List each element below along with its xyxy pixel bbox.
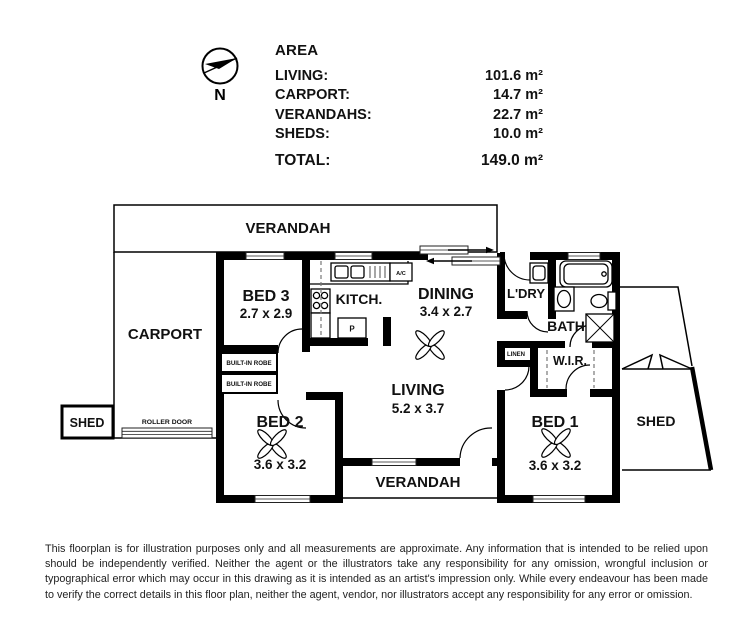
shed-right-slanted-wall xyxy=(689,366,714,471)
kitchen-sink xyxy=(330,262,391,282)
area-row-label: LIVING: xyxy=(275,68,329,84)
robe-label: BUILT-IN ROBE xyxy=(226,381,271,388)
wir-label: W.I.R. xyxy=(553,354,587,368)
ceiling-fans xyxy=(257,330,571,459)
window xyxy=(567,252,601,260)
door-arc xyxy=(277,399,307,429)
window xyxy=(334,252,373,260)
disclaimer-text: This floorplan is for illustration purpo… xyxy=(45,543,708,601)
sliding-door xyxy=(419,245,501,266)
bath-fixtures xyxy=(529,260,617,388)
roller-door-label: ROLLER DOOR xyxy=(142,419,192,426)
north-arrow xyxy=(205,58,237,69)
laundry-trough xyxy=(529,262,549,284)
north-label: N xyxy=(214,87,226,104)
window xyxy=(371,458,417,466)
area-row-sheds: SHEDS: 10.0 m² xyxy=(275,125,543,144)
verandah-top-label: VERANDAH xyxy=(245,220,330,237)
room-labels: VERANDAH CARPORT BED 3 2.7 x 2.9 KITCH. … xyxy=(70,220,676,491)
area-total-label: TOTAL: xyxy=(275,152,331,170)
ldry-label: L'DRY xyxy=(507,286,545,301)
dining-dims: 3.4 x 2.7 xyxy=(420,304,473,319)
fan-icon xyxy=(541,428,571,458)
window xyxy=(245,252,285,260)
door-arc xyxy=(277,328,303,354)
area-row-living: LIVING: 101.6 m² xyxy=(275,67,543,86)
fan-icon xyxy=(257,429,287,459)
shed-left-outline xyxy=(60,404,115,440)
gate-marks xyxy=(621,353,693,370)
bathtub xyxy=(559,260,613,288)
compass-circle xyxy=(201,47,239,85)
bed1-dims: 3.6 x 3.2 xyxy=(529,458,582,473)
robe-box xyxy=(220,373,278,394)
robe-label: BUILT-IN ROBE xyxy=(226,360,271,367)
kitchen-fixtures xyxy=(310,261,413,339)
side-boundary xyxy=(620,286,693,367)
area-row-label: CARPORT: xyxy=(275,87,350,104)
bed2-dims: 3.6 x 3.2 xyxy=(254,457,307,472)
area-row-value: 101.6 m² xyxy=(484,68,543,84)
pantry-box xyxy=(337,317,367,339)
door-arc xyxy=(504,365,530,391)
door-arc xyxy=(526,310,549,333)
window xyxy=(532,495,586,503)
door-arc xyxy=(565,364,591,390)
linen-label: LINEN xyxy=(507,352,525,358)
area-row-verandahs: VERANDAHS: 22.7 m² xyxy=(275,106,543,125)
shed-left-label: SHED xyxy=(70,416,105,430)
robe-box xyxy=(220,352,278,373)
living-dims: 5.2 x 3.7 xyxy=(392,401,445,416)
area-row-label: SHEDS: xyxy=(275,125,330,142)
fan-icon xyxy=(415,330,445,360)
area-row-total: TOTAL: 149.0 m² xyxy=(275,152,543,170)
bath-label: BATH xyxy=(547,318,585,334)
bed2-label: BED 2 xyxy=(256,414,303,431)
compass: N xyxy=(201,47,239,104)
living-label: LIVING xyxy=(391,382,444,399)
area-row-value: 14.7 m² xyxy=(493,87,543,104)
slide-arrow-left-head xyxy=(426,257,434,265)
dining-label: DINING xyxy=(418,286,474,303)
roller-door xyxy=(121,427,213,439)
shed-right-outline xyxy=(622,368,711,471)
verandah-bottom-label: VERANDAH xyxy=(375,474,460,491)
bed3-label: BED 3 xyxy=(242,288,289,305)
shed-right-label: SHED xyxy=(637,413,676,429)
built-in-robes xyxy=(220,352,278,394)
door-arc xyxy=(459,427,493,459)
area-table-title: AREA xyxy=(275,42,319,59)
door-arc xyxy=(503,253,531,281)
ac-label: A/C xyxy=(396,271,406,277)
bed1-label: BED 1 xyxy=(531,414,578,431)
bed3-dims: 2.7 x 2.9 xyxy=(240,306,293,321)
pantry-label: P xyxy=(349,325,355,334)
door-arcs xyxy=(277,253,593,459)
carport-label: CARPORT xyxy=(128,326,202,343)
area-row-value: 22.7 m² xyxy=(493,106,543,123)
area-row-label: VERANDAHS: xyxy=(275,106,372,123)
slide-arrow-right-head xyxy=(486,246,494,254)
area-row-value: 10.0 m² xyxy=(493,125,543,142)
kitchen-label: KITCH. xyxy=(336,291,383,307)
window xyxy=(254,495,311,503)
ac-unit xyxy=(389,262,413,282)
windows xyxy=(245,252,601,503)
area-table: AREA LIVING: 101.6 m² CARPORT: 14.7 m² V… xyxy=(275,42,543,170)
vanity xyxy=(553,286,575,312)
area-row-carport: CARPORT: 14.7 m² xyxy=(275,86,543,105)
area-total-value: 149.0 m² xyxy=(480,152,543,170)
shower xyxy=(585,313,615,343)
toilet xyxy=(590,291,617,311)
